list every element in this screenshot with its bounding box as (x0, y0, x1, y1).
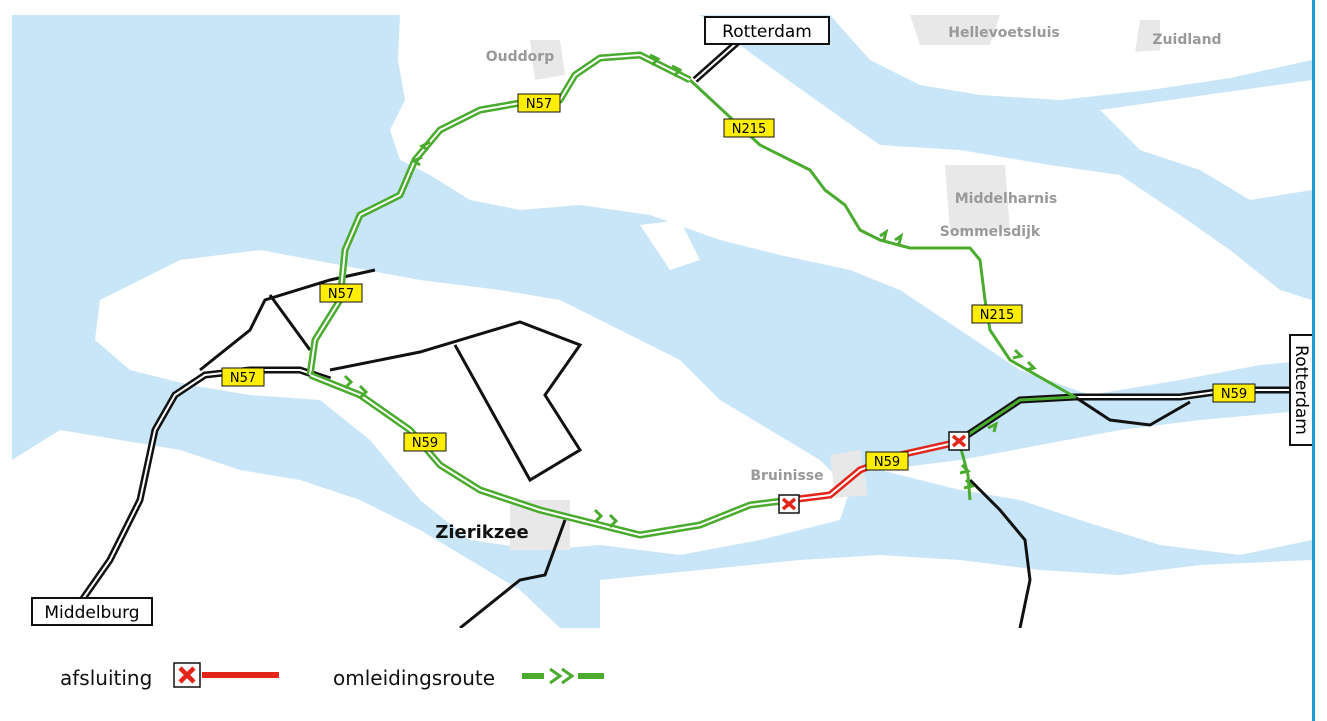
shield-n215-top: N215 (723, 118, 775, 138)
road-local-c (329, 320, 583, 483)
town-label-zuidland: Zuidland (1152, 32, 1221, 48)
land-hoeksche-waard (1100, 80, 1312, 200)
land-goeree-overflakkee (390, 15, 1312, 395)
urban-middelharnis (945, 165, 1010, 232)
shield-n59-mid: N59 (403, 432, 447, 452)
legend-closure-symbol (173, 662, 279, 688)
legend-closure-label: afsluiting (60, 666, 153, 690)
arrow-east (987, 421, 999, 433)
svg-text:N59: N59 (1221, 387, 1247, 402)
svg-text:Middelburg: Middelburg (44, 603, 139, 623)
closure-route (789, 438, 959, 504)
road-n57-top-inner (694, 39, 741, 81)
legend-detour-symbol (522, 667, 604, 685)
land-south-shore (600, 555, 1312, 628)
urban-zuidland (1135, 20, 1160, 52)
road-n57-west-inner (74, 369, 331, 611)
svg-text:N59: N59 (412, 436, 438, 451)
frame-border (1312, 0, 1315, 721)
road-local-b (268, 294, 312, 351)
town-label-hellevoetsluis: Hellevoetsluis (948, 25, 1059, 41)
road-local-d (459, 519, 567, 628)
urban-ouddorp (530, 40, 565, 80)
svg-text:N57: N57 (526, 97, 552, 112)
svg-text:N59: N59 (874, 455, 900, 470)
road-n59-loop (1074, 395, 1191, 427)
legend: afsluiting omleidingsroute (0, 628, 1312, 721)
shield-n59-right: N59 (1212, 383, 1256, 403)
svg-text:Rotterdam: Rotterdam (1291, 345, 1311, 435)
land-islet-2 (640, 220, 700, 270)
arrow-south (959, 463, 975, 490)
detour-route (306, 51, 1077, 539)
shield-n215-mid: N215 (971, 304, 1023, 324)
closure-marker-west (778, 494, 800, 514)
detour-arrows (343, 53, 1037, 529)
detour-n57-inner (309, 54, 691, 376)
closure-line-inner (789, 441, 959, 501)
town-label-middelharnis: Middelharnis (955, 191, 1057, 207)
arrow-n215-2 (1012, 348, 1037, 372)
detour-south (958, 444, 972, 501)
arrow-n215-1 (879, 228, 904, 245)
destination-rotterdam-right: Rotterdam (1289, 334, 1315, 446)
shield-n59-bruinisse: N59 (865, 451, 909, 471)
town-label-sommelsdijk: Sommelsdijk (940, 224, 1041, 240)
town-label-zierikzee: Zierikzee (435, 522, 528, 543)
road-map: N57 N57 N57 N59 N59 N59 N215 N215 Rotter… (12, 15, 1315, 628)
town-label-ouddorp: Ouddorp (486, 49, 554, 65)
detour-n215 (688, 78, 1077, 442)
shield-n57-left: N57 (221, 367, 265, 387)
destination-middelburg: Middelburg (31, 597, 153, 626)
land-walcheren (12, 430, 560, 628)
land-tholen (880, 410, 1312, 555)
destination-rotterdam-top: Rotterdam (704, 16, 830, 45)
land-schouwen-duiveland (95, 250, 850, 555)
svg-text:N215: N215 (732, 122, 767, 137)
legend-detour-label: omleidingsroute (333, 666, 496, 690)
urban-hellevoetsluis (910, 15, 1000, 45)
arrow-n57-1 (649, 53, 683, 78)
shield-n57-top: N57 (517, 93, 561, 113)
land-islet-1 (490, 140, 610, 185)
svg-text:N57: N57 (230, 371, 256, 386)
shield-n57-mid: N57 (319, 283, 363, 303)
land (12, 15, 1312, 628)
town-label-bruinisse: Bruinisse (750, 468, 823, 484)
road-local-e (968, 478, 1032, 628)
svg-text:Rotterdam: Rotterdam (722, 22, 812, 42)
arrow-n59-1 (343, 374, 369, 400)
arrow-n57-2 (411, 140, 431, 167)
detour-n59-inner (309, 374, 791, 536)
svg-text:N57: N57 (328, 287, 354, 302)
closure-marker-east (948, 431, 970, 451)
land-islet-3 (1080, 275, 1150, 305)
svg-text:N215: N215 (980, 308, 1015, 323)
arrow-n59-2 (593, 508, 619, 529)
